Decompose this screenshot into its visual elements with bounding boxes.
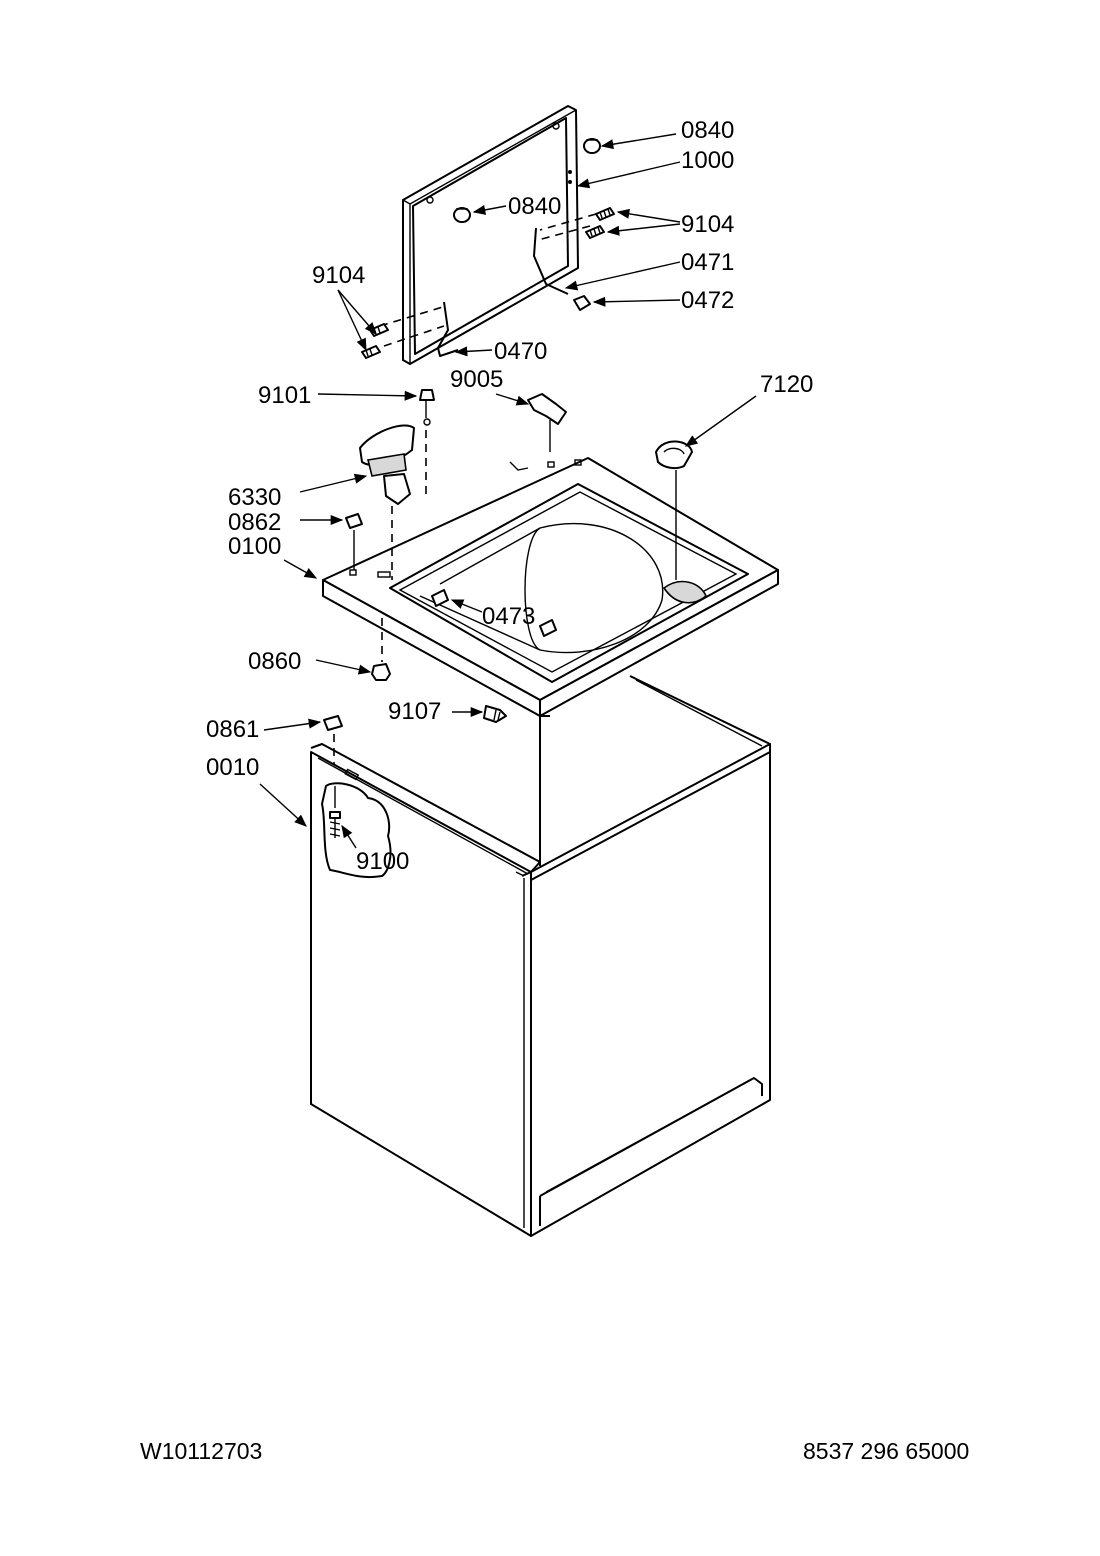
callout-0470: 0470	[494, 338, 547, 365]
callout-7120: 7120	[760, 371, 813, 398]
top-panel	[322, 457, 779, 717]
callout-0471: 0471	[681, 249, 734, 276]
screw-9107	[483, 705, 507, 723]
callout-1000: 1000	[681, 147, 734, 174]
lid-frame	[402, 105, 579, 365]
clip-0472	[573, 295, 591, 311]
nut-0861	[323, 715, 343, 731]
callout-9104-left: 9104	[312, 262, 365, 289]
knob-7120	[655, 440, 693, 470]
screw-9101	[419, 389, 435, 426]
callout-9107: 9107	[388, 698, 441, 725]
callout-9100: 9100	[356, 848, 409, 875]
lid-switch-6330	[359, 424, 415, 505]
callout-0840-lower: 0840	[508, 193, 561, 220]
callout-0862: 0862	[228, 509, 281, 536]
hinge-rod-left	[437, 301, 459, 357]
callout-labels: 0840 1000 0840 9104 0471 0472 9104 0470 …	[206, 117, 813, 875]
footer-reference-number: 8537 296 65000	[803, 1438, 969, 1464]
callout-0473: 0473	[482, 603, 535, 630]
cabinet-cutaway	[321, 782, 392, 879]
callout-6330: 6330	[228, 484, 281, 511]
callout-0472: 0472	[681, 287, 734, 314]
footer-document-number: W10112703	[140, 1438, 262, 1464]
callout-0861: 0861	[206, 716, 259, 743]
callout-9101: 9101	[258, 382, 311, 409]
nut-0860	[371, 663, 391, 681]
callout-0010: 0010	[206, 754, 259, 781]
callout-9005: 9005	[450, 366, 503, 393]
screw-9104-right-a	[595, 207, 615, 221]
screw-9104-left-b	[361, 345, 381, 359]
cabinet	[310, 675, 771, 1237]
callout-9104-right: 9104	[681, 211, 734, 238]
leader-lines	[259, 133, 757, 849]
callout-0840-upper: 0840	[681, 117, 734, 144]
bumper-0840-lower	[453, 207, 471, 223]
nut-0862	[345, 513, 363, 529]
clip-9005	[527, 393, 567, 425]
callout-0100: 0100	[228, 533, 281, 560]
screw-9100	[329, 786, 341, 838]
bumper-0840-upper	[583, 138, 601, 154]
callout-0860: 0860	[248, 648, 301, 675]
screw-9104-right-b	[585, 225, 605, 239]
hinge-rod-right	[533, 227, 569, 295]
